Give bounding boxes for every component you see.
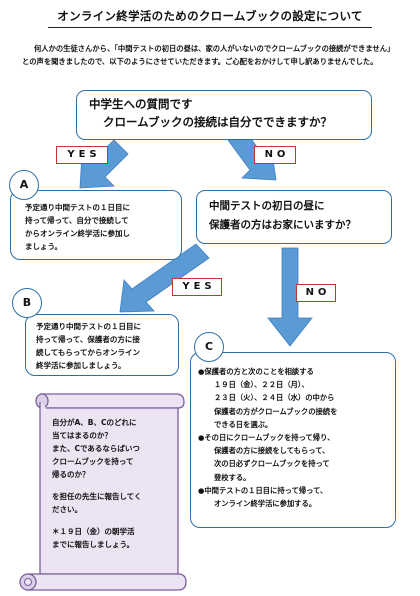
option-a-line: からオンライン終学活に参加し: [25, 229, 130, 238]
yes-tag-1: YES: [56, 146, 108, 164]
notice-line: 自分がA、B、Cのどれに: [52, 418, 137, 427]
notice-line: 当てはまるのか？: [52, 431, 112, 440]
question-2-box: 中間テストの初日の昼に 保護者の方はお家にいますか？: [196, 190, 392, 244]
question-1-box: 中学生への質問です クロームブックの接続は自分でできますか？: [76, 90, 372, 140]
option-c-line: 登校する。: [214, 472, 251, 482]
option-c-line: ●その日にクロームブックを持って帰り、: [198, 433, 335, 443]
option-a-line: ましょう。: [25, 242, 63, 251]
yes-tag-2: YES: [172, 278, 222, 296]
option-b-line: 続してもらってからオンライン: [36, 348, 141, 357]
option-c-line: オンライン終学活に参加する。: [214, 499, 317, 509]
option-c-label: C: [194, 332, 224, 362]
notice-line: また、Cであるならばいつ: [52, 444, 140, 453]
option-b-line: 持って帰って、保護者の方に接: [36, 335, 140, 344]
notice-line: クロームブックを持って: [52, 457, 134, 466]
option-b-box: 予定通り中間テストの１日目に 持って帰って、保護者の方に接 続してもらってからオ…: [25, 314, 179, 376]
no-tag-1: NO: [254, 146, 296, 164]
option-a-line: 予定通り中間テストの１日目に: [25, 203, 130, 212]
question-2-line-1: 中間テストの初日の昼に: [209, 200, 325, 212]
notice-deadline-line: までに報告しましょう。: [52, 540, 135, 549]
option-c-line: できる日を選ぶ。: [214, 419, 273, 429]
no-tag-2: NO: [296, 284, 336, 302]
option-b-line: 予定通り中間テストの１日目に: [36, 322, 141, 331]
option-b-label: B: [12, 288, 42, 318]
option-c-line: 保護者の方に接続をしてもらって、: [214, 446, 330, 456]
option-b-line: 終学活に参加しましょう。: [36, 361, 126, 370]
option-c-line: ●保護者の方と次のことを相談する: [198, 367, 314, 376]
option-c-box: ●保護者の方と次のことを相談する １９日（金）、２２日（月）、 ２３日（火）、２…: [190, 352, 396, 528]
option-c-line: １９日（金）、２２日（月）、: [214, 380, 309, 390]
notice-text: 自分がA、B、Cのどれに 当てはまるのか？ また、Cであるならばいつ クロームブ…: [52, 416, 182, 551]
question-2-line-2: 保護者の方はお家にいますか？: [209, 219, 356, 231]
option-c-line: 保護者の方がクロームブックの接続を: [214, 406, 338, 416]
arrow-no-2: [267, 247, 313, 347]
intro-text: 何人かの生徒さんから、「中間テストの初日の昼は、家の人がいないのでクロームブック…: [22, 44, 395, 66]
notice-line: 帰るのか？: [52, 470, 90, 479]
option-c-line: ●中間テストの１日目に持って帰って、: [198, 485, 328, 495]
question-1-line-1: 中学生への質問です: [89, 97, 193, 111]
option-a-box: 予定通り中間テストの１日目に 持って帰って、自分で接続して からオンライン終学活…: [10, 190, 182, 260]
option-a-line: 持って帰って、自分で接続して: [25, 216, 129, 225]
page-title: オンライン終学活のためのクロームブックの設定について: [57, 9, 363, 23]
option-c-line: ２３日（火）、２４日（水）の中から: [214, 393, 335, 403]
option-a-label: A: [9, 170, 39, 200]
notice-report-line: ださい。: [52, 505, 82, 514]
title-underline: [48, 27, 372, 28]
notice-report-line: を担任の先生に報告してく: [52, 492, 142, 501]
question-1-line-2: クロームブックの接続は自分でできますか？: [103, 115, 332, 129]
scroll-shape: [19, 393, 187, 591]
option-c-line: 次の日必ずクロームブックを持って: [214, 459, 330, 469]
arrow-yes-2: [119, 243, 210, 313]
notice-deadline-line: ＊１９日（金）の朝学活: [52, 527, 135, 536]
